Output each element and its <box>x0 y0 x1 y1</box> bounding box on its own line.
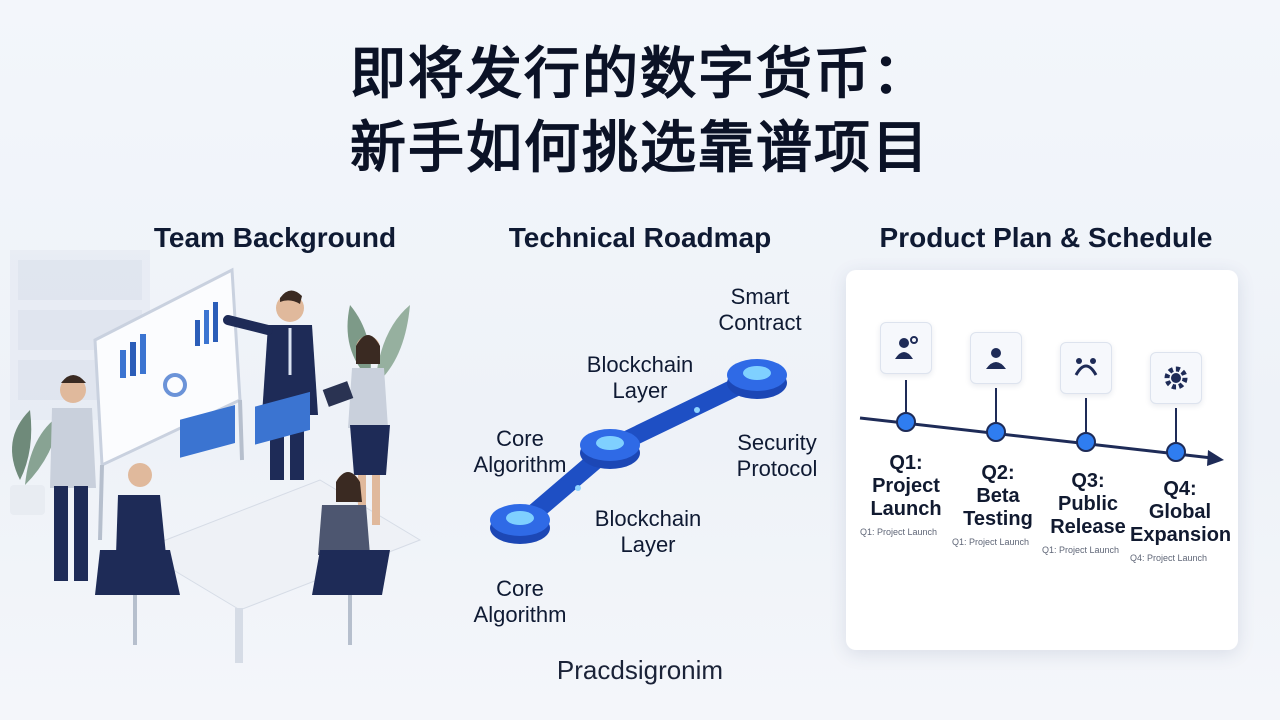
timeline <box>859 380 1224 466</box>
phase-q2-desc: Q1: Project Launch <box>952 537 1030 547</box>
page-title: 即将发行的数字货币： 新手如何挑选靠谱项目 <box>0 38 1280 186</box>
label-security-protocol: Security Protocol <box>736 430 818 481</box>
label-core-algorithm-top: Core Algorithm <box>473 426 567 477</box>
phase-q4-desc: Q4: Project Launch <box>1130 553 1208 563</box>
timeline-dot-q3 <box>1076 432 1096 452</box>
phase-q4-quarter: Q4: <box>1163 478 1197 500</box>
seated-man <box>95 405 235 645</box>
phase-q2: Q2: Beta Testing Q1: Project Launch <box>952 462 1044 548</box>
timeline-arrow <box>1207 450 1224 466</box>
title-line-1: 即将发行的数字货币： <box>350 42 930 107</box>
user-icon <box>970 332 1022 384</box>
phase-q1: Q1: Project Launch Q1: Project Launch <box>860 452 952 538</box>
phase-q2-quarter: Q2: <box>981 462 1015 484</box>
roadmap-diagram <box>490 359 787 544</box>
label-core-algorithm-bottom: Core Algorithm <box>473 576 567 627</box>
timeline-dot-q2 <box>986 422 1006 442</box>
phase-q4: Q4: Global Expansion Q4: Project Launch <box>1130 478 1232 564</box>
timeline-line <box>859 416 1213 460</box>
label-blockchain-layer-top: Blockchain Layer <box>586 352 694 403</box>
phase-q1-quarter: Q1: <box>889 452 923 474</box>
timeline-dot-q1 <box>896 412 916 432</box>
title-line-2: 新手如何挑选靠谱项目 <box>350 116 930 181</box>
product-plan-heading: Product Plan & Schedule <box>879 222 1213 253</box>
phase-q1-desc: Q1: Project Launch <box>860 527 938 537</box>
footer-text: Pracdsigronim <box>556 655 724 685</box>
technical-roadmap-heading: Technical Roadmap <box>508 222 772 253</box>
team-background-heading: Team Background <box>153 222 397 253</box>
man-standing-left <box>50 375 96 581</box>
phase-q3-quarter: Q3: <box>1071 470 1105 492</box>
node-blockchain-layer <box>580 429 640 469</box>
node-core-algorithm <box>490 504 550 544</box>
phase-q1-name: Project Launch <box>870 475 942 520</box>
technical-roadmap: Smart Contract Blockchain Layer Core Alg… <box>450 270 850 650</box>
phase-q2-name: Beta Testing <box>963 485 1033 530</box>
timeline-dot-q4 <box>1166 442 1186 462</box>
network-icon <box>1060 342 1112 394</box>
woman-with-tablet <box>322 335 390 525</box>
team-illustration <box>10 250 422 663</box>
phase-q3: Q3: Public Release Q1: Project Launch <box>1042 470 1134 556</box>
node-smart-contract <box>727 359 787 399</box>
label-smart-contract: Smart Contract <box>718 284 802 335</box>
phase-q3-desc: Q1: Project Launch <box>1042 545 1120 555</box>
gear-icon <box>1150 352 1202 404</box>
users-icon <box>880 322 932 374</box>
label-blockchain-layer-bottom: Blockchain Layer <box>594 506 702 557</box>
plant-left <box>10 410 60 515</box>
seated-woman <box>255 391 390 645</box>
product-plan-card: Q1: Project Launch Q1: Project Launch Q2… <box>846 270 1238 650</box>
phase-q4-name: Global Expansion <box>1130 501 1232 546</box>
phase-q3-name: Public Release <box>1050 493 1126 538</box>
